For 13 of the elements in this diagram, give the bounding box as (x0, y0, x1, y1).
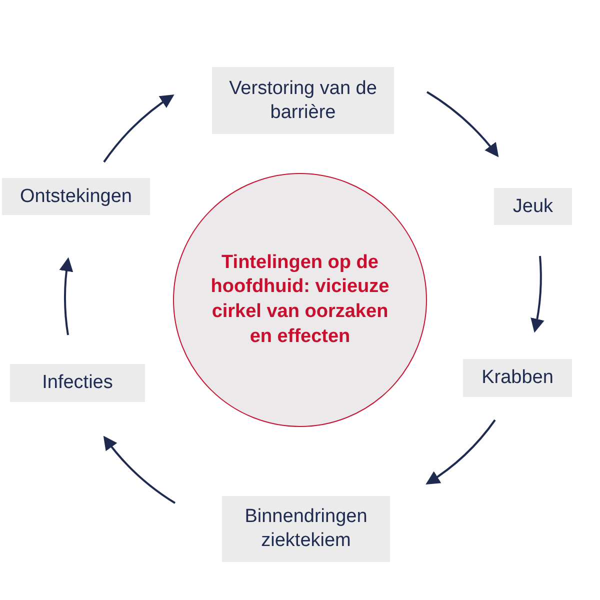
arrow (426, 419, 496, 485)
arrow (103, 436, 176, 504)
node-label: Tintelingen op de hoofdhuid: vicieuze cirkel van oorzaken en effecten (210, 250, 390, 349)
arrow (530, 256, 544, 333)
arrow (60, 257, 74, 336)
node-label: Binnendringen ziektekiem (244, 505, 368, 553)
arrow (103, 94, 174, 163)
node-label: Jeuk (512, 194, 554, 218)
node-label: Verstoring van de barrière (228, 76, 378, 124)
node-label: Ontstekingen (20, 184, 132, 208)
node-label: Infecties (42, 371, 113, 395)
arrow (426, 91, 499, 158)
node-label: Krabben (482, 366, 554, 390)
